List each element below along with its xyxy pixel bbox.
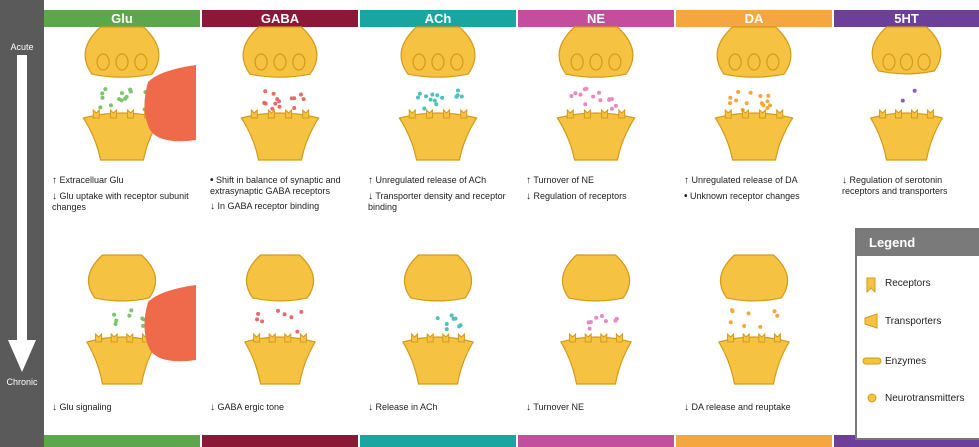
panel-glu-illustration (44, 10, 200, 447)
panel-ne-acute-effect: ↓ Regulation of receptors (526, 191, 668, 202)
panel-glu-chronic-effect: ↓ Glu signaling (52, 402, 194, 413)
panel-da-illustration (676, 10, 832, 447)
panel-ach-acute-effect: ↑ Unregulated release of ACh (368, 175, 510, 186)
enzyme-icon (863, 358, 881, 364)
panel-ne-acute-effect: ↑ Turnover of NE (526, 175, 668, 186)
legend-icons (857, 230, 887, 442)
legend-item-neurotransmitters: Neurotransmitters (885, 393, 964, 404)
panel-ach-footer (360, 435, 516, 447)
panel-glu: Glu↑ Extracelluar Glu↓ Glu uptake with r… (44, 10, 200, 447)
panel-ach-chronic-effect: ↓ Release in ACh (368, 402, 510, 413)
legend-item-enzymes: Enzymes (885, 356, 926, 367)
timeline-bar: Acute Chronic (0, 0, 44, 447)
panel-glu-footer (44, 435, 200, 447)
receptor-icon (867, 278, 875, 292)
panel-gaba-footer (202, 435, 358, 447)
panel-ne-footer (518, 435, 674, 447)
legend-item-transporters: Transporters (885, 316, 941, 327)
timeline-start-label: Acute (0, 42, 44, 52)
panel-gaba-chronic-effect: ↓ GABA ergic tone (210, 402, 352, 413)
panel-gaba-acute-effect: • Shift in balance of synaptic and extra… (210, 175, 352, 197)
panel-ach-acute-effect: ↓ Transporter density and receptor bindi… (368, 191, 510, 213)
legend: Legend Receptors Transporters Enzymes Ne… (855, 228, 979, 440)
panel-da-footer (676, 435, 832, 447)
panel-gaba-illustration (202, 10, 358, 447)
panel-da-acute-effect: ↑ Unregulated release of DA (684, 175, 826, 186)
panel-5ht-acute-effect: ↓ Regulation of serotonin receptors and … (842, 175, 973, 197)
panel-ach-illustration (360, 10, 516, 447)
timeline-end-label: Chronic (0, 377, 44, 387)
panel-da: DA↑ Unregulated release of DA• Unknown r… (676, 10, 832, 447)
panel-glu-acute-effect: ↓ Glu uptake with receptor subunit chang… (52, 191, 194, 213)
transporter-icon (865, 314, 877, 328)
panel-ne-illustration (518, 10, 674, 447)
panel-glu-acute-effect: ↑ Extracelluar Glu (52, 175, 194, 186)
neurotransmitter-icon (868, 394, 876, 402)
legend-item-receptors: Receptors (885, 278, 931, 289)
panel-da-acute-effect: • Unknown receptor changes (684, 191, 826, 202)
panel-ach: ACh↑ Unregulated release of ACh↓ Transpo… (360, 10, 516, 447)
panel-gaba: GABA• Shift in balance of synaptic and e… (202, 10, 358, 447)
panel-ne-chronic-effect: ↓ Turnover NE (526, 402, 668, 413)
panel-ne: NE↑ Turnover of NE↓ Regulation of recept… (518, 10, 674, 447)
panel-gaba-acute-effect: ↓ In GABA receptor binding (210, 201, 352, 212)
panel-da-chronic-effect: ↓ DA release and reuptake (684, 402, 826, 413)
